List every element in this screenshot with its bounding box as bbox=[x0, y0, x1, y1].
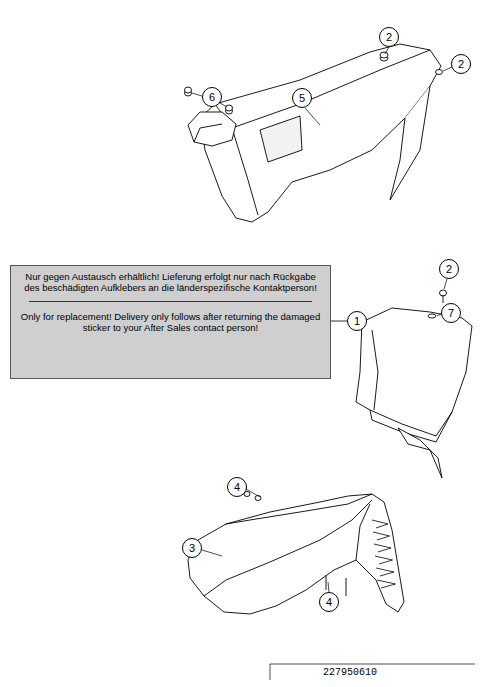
callout-text: 1 bbox=[354, 316, 360, 327]
callout-number: 7 bbox=[441, 303, 461, 323]
callout-number: 5 bbox=[292, 88, 312, 108]
callout-number: 2 bbox=[439, 259, 459, 279]
fender-rib bbox=[373, 532, 390, 540]
screw bbox=[380, 52, 388, 61]
fender-rib bbox=[374, 544, 391, 552]
drawing-number: 227950610 bbox=[323, 667, 377, 678]
screw bbox=[185, 87, 192, 96]
rear-fender bbox=[200, 44, 441, 222]
front-fender bbox=[188, 494, 404, 614]
screw bbox=[440, 290, 447, 303]
fender-rib bbox=[372, 520, 388, 528]
callout-text: 5 bbox=[299, 93, 305, 104]
callout-number: 2 bbox=[379, 27, 399, 47]
screw bbox=[346, 578, 347, 596]
callout-number: 4 bbox=[227, 477, 247, 497]
callout-number: 2 bbox=[451, 54, 471, 74]
note-text: Only for replacement! Delivery only foll… bbox=[19, 311, 322, 334]
callout-text: 2 bbox=[458, 59, 464, 70]
rear-fender-arm bbox=[188, 112, 236, 146]
fender-rib bbox=[376, 568, 394, 576]
number-plate bbox=[356, 308, 472, 436]
callout-number: 4 bbox=[319, 592, 339, 612]
callout-number: 3 bbox=[182, 538, 202, 558]
callout-number: 1 bbox=[347, 311, 367, 331]
screw bbox=[326, 575, 327, 590]
callout-text: 4 bbox=[234, 482, 240, 493]
separator-line bbox=[29, 301, 312, 302]
callout-text: 2 bbox=[446, 264, 452, 275]
note-box: Nur gegen Austausch erhältlich! Lieferun… bbox=[10, 265, 331, 379]
washer bbox=[428, 314, 436, 318]
fender-rib bbox=[375, 556, 393, 564]
callout-text: 2 bbox=[386, 32, 392, 43]
callout-text: 6 bbox=[209, 92, 215, 103]
leader-connector bbox=[331, 321, 347, 322]
callout-text: 3 bbox=[189, 543, 195, 554]
number-plate-fin bbox=[398, 428, 442, 478]
callout-text: 4 bbox=[326, 597, 332, 608]
screw bbox=[436, 70, 443, 75]
fender-rib bbox=[377, 580, 396, 588]
callout-text: 7 bbox=[448, 308, 454, 319]
note-text: Nur gegen Austausch erhältlich! Lieferun… bbox=[19, 271, 322, 294]
callout-number: 6 bbox=[202, 87, 222, 107]
